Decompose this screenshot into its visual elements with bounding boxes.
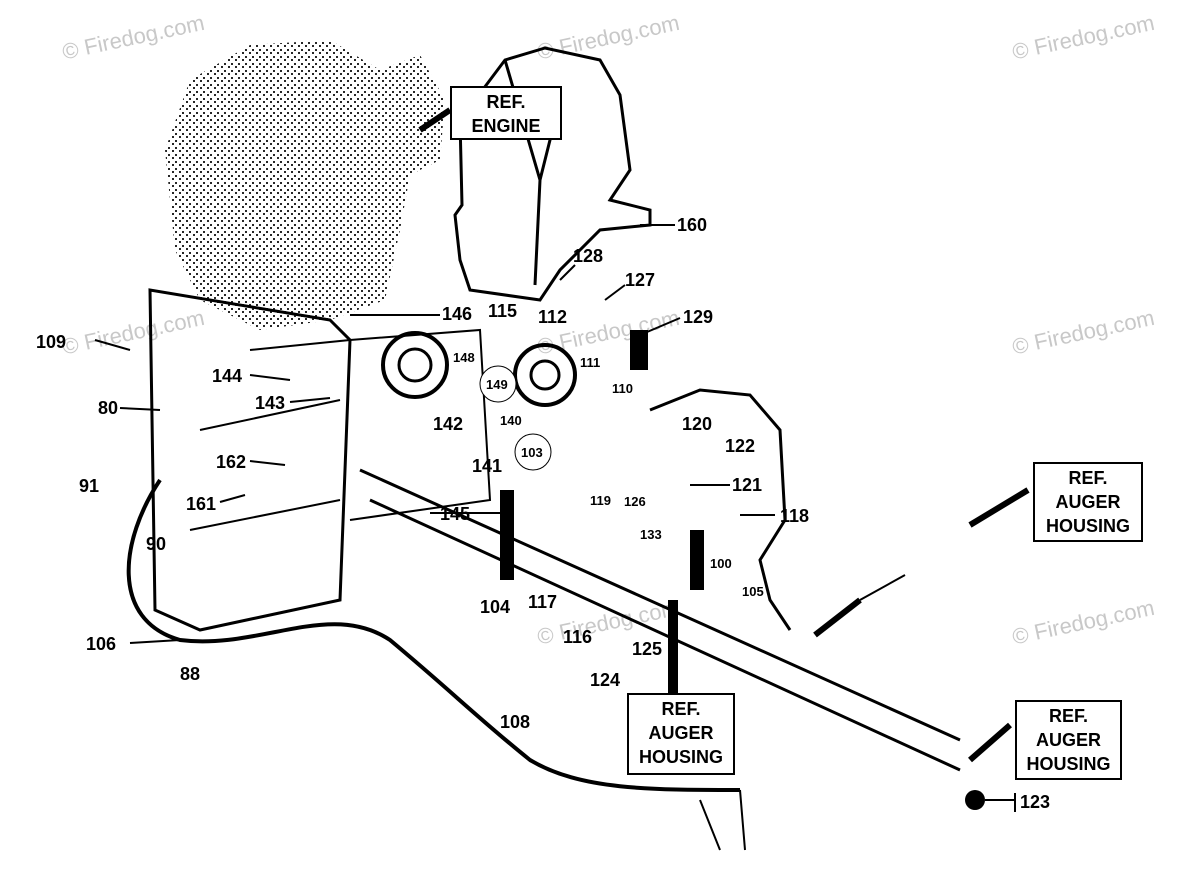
rod-125 bbox=[668, 600, 678, 720]
part-number: 142 bbox=[433, 414, 463, 434]
part-number: 106 bbox=[86, 634, 116, 654]
bracket-129 bbox=[630, 330, 648, 370]
part-number: 144 bbox=[212, 366, 242, 386]
ref-line: REF. bbox=[486, 92, 526, 112]
part-number: 117 bbox=[528, 592, 557, 612]
part-number: 162 bbox=[216, 452, 246, 472]
spring-104 bbox=[500, 490, 514, 580]
part-number: 111 bbox=[580, 355, 600, 370]
ref-engine-box: REF. ENGINE bbox=[450, 86, 562, 140]
drive-shaft bbox=[359, 468, 961, 772]
part-number: 129 bbox=[683, 307, 713, 327]
part-number: 146 bbox=[442, 304, 472, 324]
part-number: 88 bbox=[180, 664, 200, 684]
part-number: 125 bbox=[632, 639, 662, 659]
ref-line: AUGER bbox=[648, 723, 714, 743]
belt-guard bbox=[649, 388, 792, 631]
part-number: 122 bbox=[725, 436, 755, 456]
part-number: 123 bbox=[1020, 792, 1050, 812]
arrow-auger bbox=[813, 597, 862, 638]
ref-line: HOUSING bbox=[1045, 516, 1130, 536]
engine-outline bbox=[165, 40, 445, 330]
arrow-auger bbox=[968, 487, 1030, 528]
part-number: 104 bbox=[480, 597, 510, 617]
bolt-123 bbox=[965, 790, 985, 810]
spring-100 bbox=[690, 530, 704, 590]
part-number: 143 bbox=[255, 393, 285, 413]
pulley bbox=[381, 331, 449, 399]
part-number: 90 bbox=[146, 534, 166, 554]
ref-line: REF. bbox=[1068, 468, 1108, 488]
part-number: 148 bbox=[453, 350, 475, 365]
part-number: 115 bbox=[488, 301, 517, 321]
part-number: 133 bbox=[640, 527, 662, 542]
part-number: 140 bbox=[500, 413, 522, 428]
part-number: 100 bbox=[710, 556, 732, 571]
part-number: 110 bbox=[612, 381, 633, 396]
ref-line: HOUSING bbox=[638, 747, 723, 767]
arrow-engine bbox=[418, 107, 452, 133]
part-number: 121 bbox=[732, 475, 762, 495]
part-number: 145 bbox=[440, 504, 470, 524]
cable-108 bbox=[126, 478, 741, 792]
part-number: 149 bbox=[486, 377, 508, 392]
pulley bbox=[513, 343, 577, 407]
part-number: 160 bbox=[677, 215, 707, 235]
frame bbox=[148, 288, 352, 632]
part-number: 105 bbox=[742, 584, 764, 599]
ref-line: AUGER bbox=[1055, 492, 1121, 512]
part-number: 161 bbox=[186, 494, 216, 514]
part-number: 126 bbox=[624, 494, 646, 509]
ref-auger-housing-box: REF. AUGER HOUSING bbox=[1015, 700, 1122, 780]
ref-line: REF. bbox=[1048, 706, 1088, 726]
arrow-auger bbox=[968, 722, 1012, 763]
part-number: 141 bbox=[472, 456, 502, 476]
part-number: 119 bbox=[590, 493, 611, 508]
part-number: 103 bbox=[521, 445, 543, 460]
ref-line: HOUSING bbox=[1026, 754, 1111, 774]
ref-line: ENGINE bbox=[471, 116, 541, 136]
part-number: 120 bbox=[682, 414, 712, 434]
ref-line: AUGER bbox=[1035, 730, 1101, 750]
part-number: 116 bbox=[563, 627, 592, 647]
part-number: 124 bbox=[590, 670, 620, 690]
part-number: 80 bbox=[98, 398, 118, 418]
part-number: 108 bbox=[500, 712, 530, 732]
part-number: 109 bbox=[36, 332, 66, 352]
ref-auger-housing-box: REF. AUGER HOUSING bbox=[1033, 462, 1143, 542]
part-number: 112 bbox=[538, 307, 567, 327]
ref-line: REF. bbox=[661, 699, 701, 719]
part-number: 128 bbox=[573, 246, 603, 266]
part-number: 127 bbox=[625, 270, 655, 290]
part-number: 91 bbox=[79, 476, 99, 496]
part-number: 118 bbox=[780, 506, 809, 526]
ref-auger-housing-box: REF. AUGER HOUSING bbox=[627, 693, 735, 775]
